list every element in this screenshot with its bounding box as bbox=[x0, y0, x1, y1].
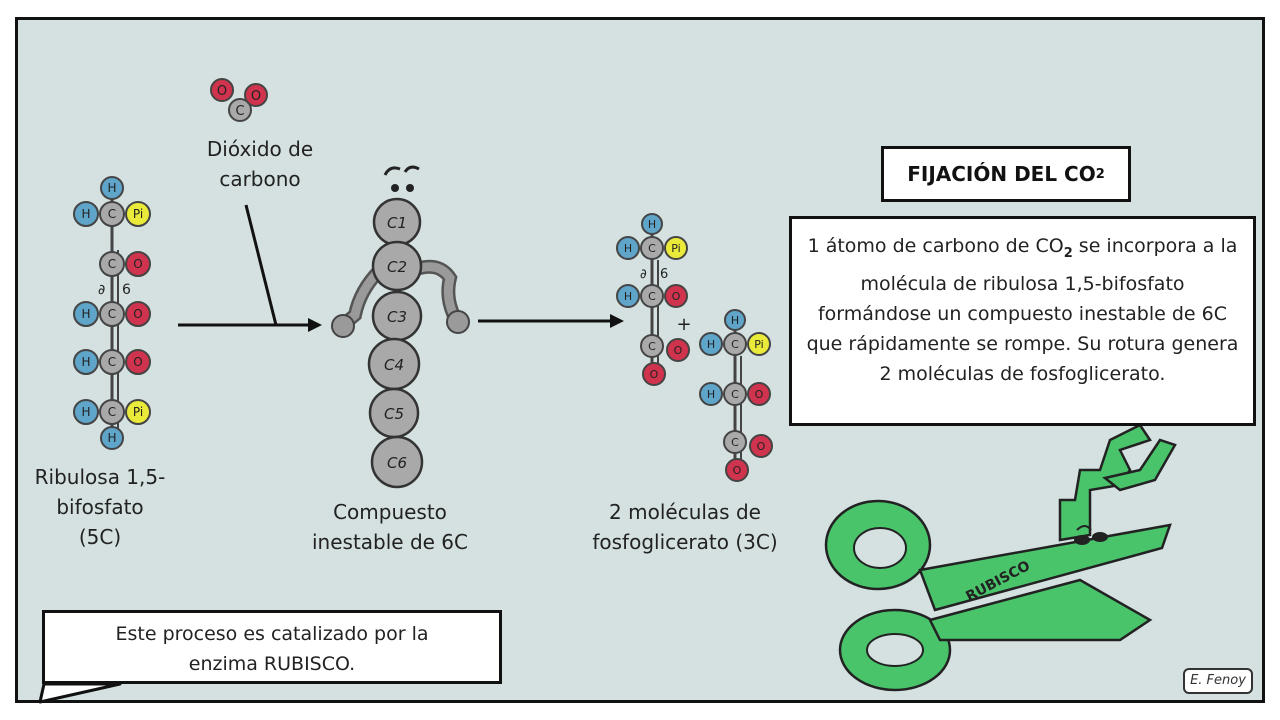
atom-label: H bbox=[81, 355, 90, 369]
atom-label: H bbox=[648, 218, 656, 231]
atom-label: O bbox=[755, 388, 764, 401]
author-signature: E. Fenoy bbox=[1183, 668, 1253, 694]
atom-label: C bbox=[108, 405, 116, 419]
atom-label: Pi bbox=[133, 405, 143, 419]
atom-label: O bbox=[133, 355, 142, 369]
ribulosa-label: Ribulosa 1,5- bifosfato (5C) bbox=[34, 465, 166, 549]
partial-charge: ∂ bbox=[98, 282, 105, 298]
info-subscript: 2 bbox=[1063, 245, 1073, 261]
arrow-ribulosa-to-compuesto bbox=[178, 318, 322, 332]
plus-sign: + bbox=[676, 314, 691, 335]
chain-carbon-label: C2 bbox=[387, 258, 407, 276]
atom-label: C bbox=[648, 242, 656, 255]
atom-label: C bbox=[108, 355, 116, 369]
fosfoglicerato-molecule-2: H H C Pi H C O C O O bbox=[699, 309, 773, 482]
atom-label: Pi bbox=[754, 338, 763, 351]
fosfoglicerato-label: 2 moléculas de fosfoglicerato (3C) bbox=[592, 500, 778, 554]
info-text-pre: 1 átomo de carbono de CO bbox=[807, 235, 1064, 257]
ribulosa-molecule: H H C Pi C O H C O H C O H C Pi H ∂ 6 bbox=[73, 176, 151, 450]
atom-label: O bbox=[133, 257, 142, 271]
atom-label: H bbox=[107, 431, 116, 445]
atom-label: O bbox=[251, 89, 261, 104]
chain-carbon-label: C6 bbox=[387, 454, 407, 472]
atom-label: O bbox=[733, 464, 742, 477]
atom-label: O bbox=[674, 344, 683, 357]
atom-label: C bbox=[108, 307, 116, 321]
atom-label: O bbox=[672, 290, 681, 303]
atom-label: H bbox=[731, 314, 739, 327]
atom-label: O bbox=[757, 440, 766, 453]
co2-label: Dióxido de carbono bbox=[206, 137, 314, 191]
atom-label: C bbox=[648, 340, 656, 353]
rubisco-scissors-illustration: RUBISCO bbox=[824, 423, 1177, 692]
title-subscript: 2 bbox=[1095, 166, 1105, 182]
atom-label: H bbox=[81, 405, 90, 419]
partial-charge: 6 bbox=[660, 267, 668, 282]
atom-label: C bbox=[235, 104, 244, 119]
atom-label: H bbox=[624, 242, 632, 255]
atom-label: O bbox=[217, 84, 227, 99]
atom-label: C bbox=[648, 290, 656, 303]
atom-label: O bbox=[133, 307, 142, 321]
title-text: FIJACIÓN DEL CO bbox=[907, 162, 1096, 186]
arrow-co2-input bbox=[244, 204, 278, 326]
fosfoglicerato-molecule-1: H H C Pi H C O C O O ∂ 6 bbox=[616, 213, 690, 386]
chain-carbon-label: C1 bbox=[387, 214, 407, 232]
chain-carbon-label: C4 bbox=[384, 356, 404, 374]
atom-label: C bbox=[108, 207, 116, 221]
info-text-post: se incorpora a la molécula de ribulosa 1… bbox=[806, 235, 1239, 385]
atom-label: Pi bbox=[133, 207, 143, 221]
info-box: 1 átomo de carbono de CO2 se incorpora a… bbox=[789, 216, 1256, 426]
atom-label: C bbox=[731, 388, 739, 401]
atom-label: C bbox=[731, 338, 739, 351]
chain-carbon-label: C3 bbox=[387, 308, 407, 326]
atom-label: C bbox=[108, 257, 116, 271]
atom-label: H bbox=[707, 388, 715, 401]
atom-label: H bbox=[107, 181, 116, 195]
atom-label: H bbox=[81, 207, 90, 221]
atom-label: H bbox=[624, 290, 632, 303]
arrow-compuesto-to-fosfoglicerato bbox=[478, 314, 624, 328]
partial-charge: 6 bbox=[122, 282, 131, 298]
partial-charge: ∂ bbox=[640, 267, 647, 282]
atom-label: H bbox=[707, 338, 715, 351]
compuesto-character: C1 C2 C3 C4 C5 C6 bbox=[331, 165, 470, 489]
atom-label: H bbox=[81, 307, 90, 321]
chain-carbon-label: C5 bbox=[384, 405, 404, 423]
speech-bubble-note: Este proceso es catalizado por la enzima… bbox=[42, 610, 502, 684]
atom-label: C bbox=[731, 436, 739, 449]
atom-label: O bbox=[650, 368, 659, 381]
co2-molecule: C O O bbox=[210, 78, 268, 122]
atom-label: Pi bbox=[671, 242, 680, 255]
compuesto-label: Compuesto inestable de 6C bbox=[311, 500, 468, 554]
